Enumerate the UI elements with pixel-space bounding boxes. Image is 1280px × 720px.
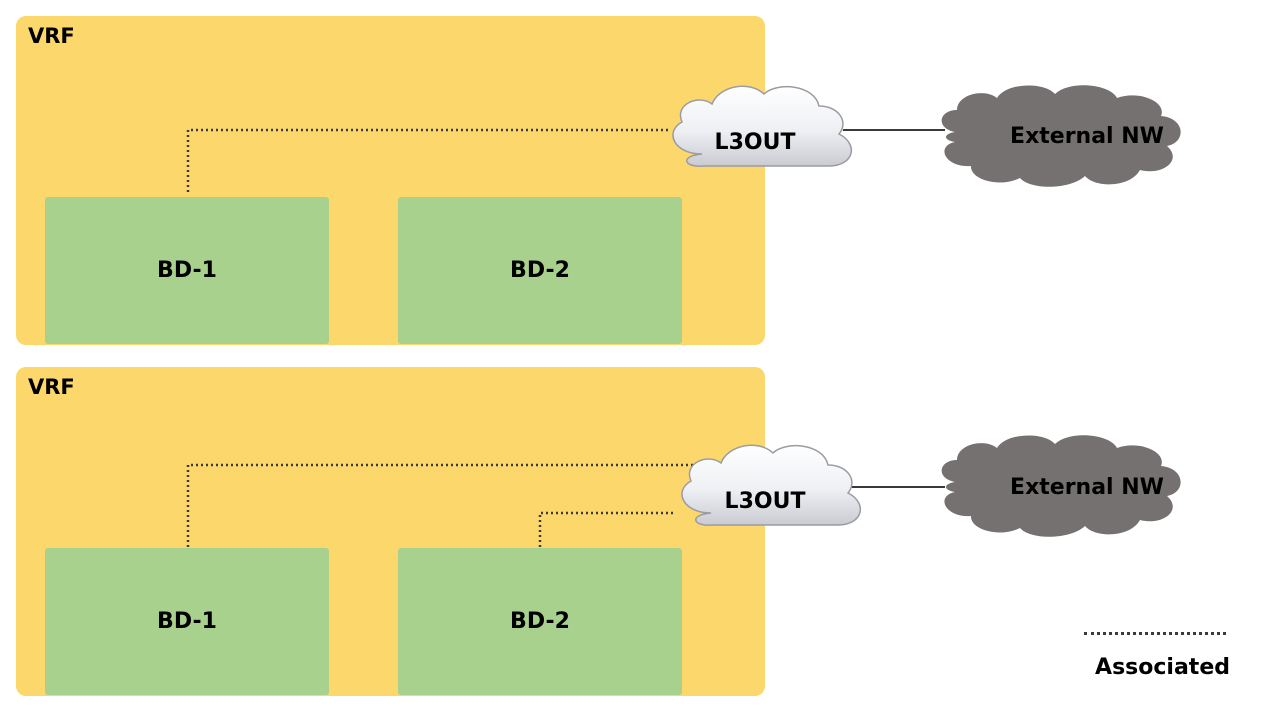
external-nw-label-bottom: External NW xyxy=(1010,475,1164,500)
bd-label: BD-2 xyxy=(510,609,570,634)
bridge-domain-bd2-bottom: BD-2 xyxy=(398,548,682,695)
bd-label: BD-1 xyxy=(157,609,217,634)
external-nw-label-top: External NW xyxy=(1010,124,1164,149)
bd-label: BD-1 xyxy=(157,258,217,283)
l3out-label-bottom: L3OUT xyxy=(724,489,806,514)
l3out-label-top: L3OUT xyxy=(714,130,796,155)
bd-label: BD-2 xyxy=(510,258,570,283)
bridge-domain-bd1-bottom: BD-1 xyxy=(45,548,329,695)
vrf-label: VRF xyxy=(28,375,75,399)
legend-dotted-line xyxy=(1084,632,1226,635)
vrf-label: VRF xyxy=(28,24,75,48)
legend-associated-label: Associated xyxy=(1095,655,1230,680)
bridge-domain-bd1-top: BD-1 xyxy=(45,197,329,344)
bridge-domain-bd2-top: BD-2 xyxy=(398,197,682,344)
